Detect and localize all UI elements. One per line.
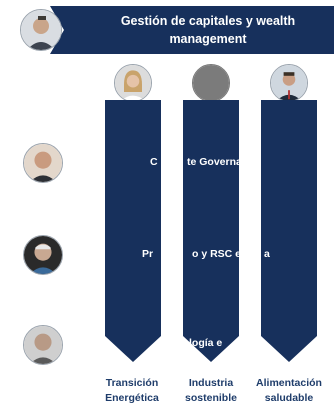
column-arrow-1 bbox=[105, 100, 161, 362]
caption-industria: Industria sostenible bbox=[185, 377, 237, 404]
header-title: Gestión de capitales y wealth management bbox=[120, 14, 296, 46]
column-transicion bbox=[105, 100, 161, 362]
avatar-header bbox=[20, 9, 62, 51]
row-2-label-left: Pr bbox=[142, 248, 154, 260]
column-arrow-2 bbox=[183, 100, 239, 362]
avatar-row-2 bbox=[23, 235, 63, 275]
row-3-label-right: logía e bbox=[189, 337, 223, 349]
row-2-label-right: o y RSC en bbox=[192, 248, 248, 260]
row-1-label-left: C bbox=[150, 156, 158, 168]
avatar-row-3 bbox=[23, 325, 63, 365]
row-2-label-tail: a bbox=[264, 248, 270, 260]
column-arrow-3 bbox=[261, 100, 317, 362]
row-1-label-right: te Governa bbox=[187, 156, 242, 168]
column-industria bbox=[183, 100, 239, 362]
avatar-col-3 bbox=[270, 64, 308, 102]
header-banner: Gestión de capitales y wealth management bbox=[50, 6, 334, 54]
caption-alimentacion: Alimentación saludable bbox=[256, 377, 322, 404]
avatar-col-1 bbox=[114, 64, 152, 102]
caption-transicion: Transición Energética bbox=[105, 377, 159, 404]
column-alimentacion bbox=[261, 100, 317, 362]
banner-shape bbox=[50, 6, 334, 54]
avatar-row-1 bbox=[23, 143, 63, 183]
avatar-col-2 bbox=[192, 64, 230, 102]
